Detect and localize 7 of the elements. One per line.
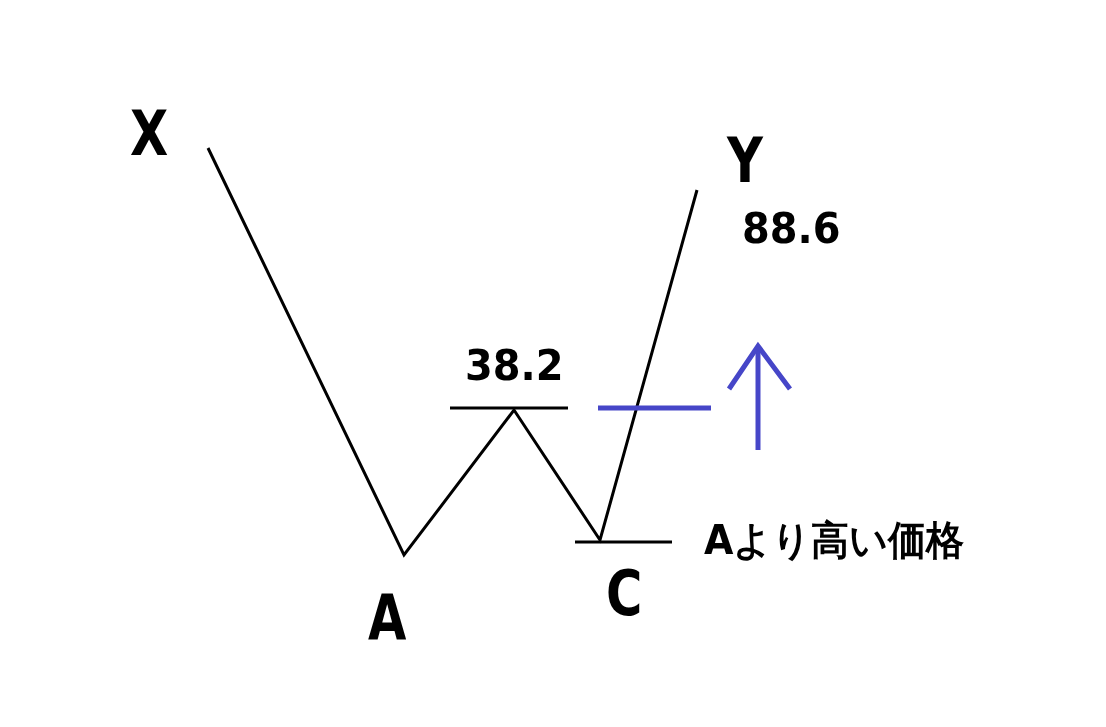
point-label: X xyxy=(130,103,169,165)
point-label: C xyxy=(606,563,643,625)
note-text: Aより高い価格 xyxy=(704,520,965,560)
value-label: 88.6 xyxy=(742,208,841,250)
value-label: 38.2 xyxy=(465,345,564,387)
point-label: A xyxy=(368,587,407,649)
point-label: Y xyxy=(727,130,763,192)
